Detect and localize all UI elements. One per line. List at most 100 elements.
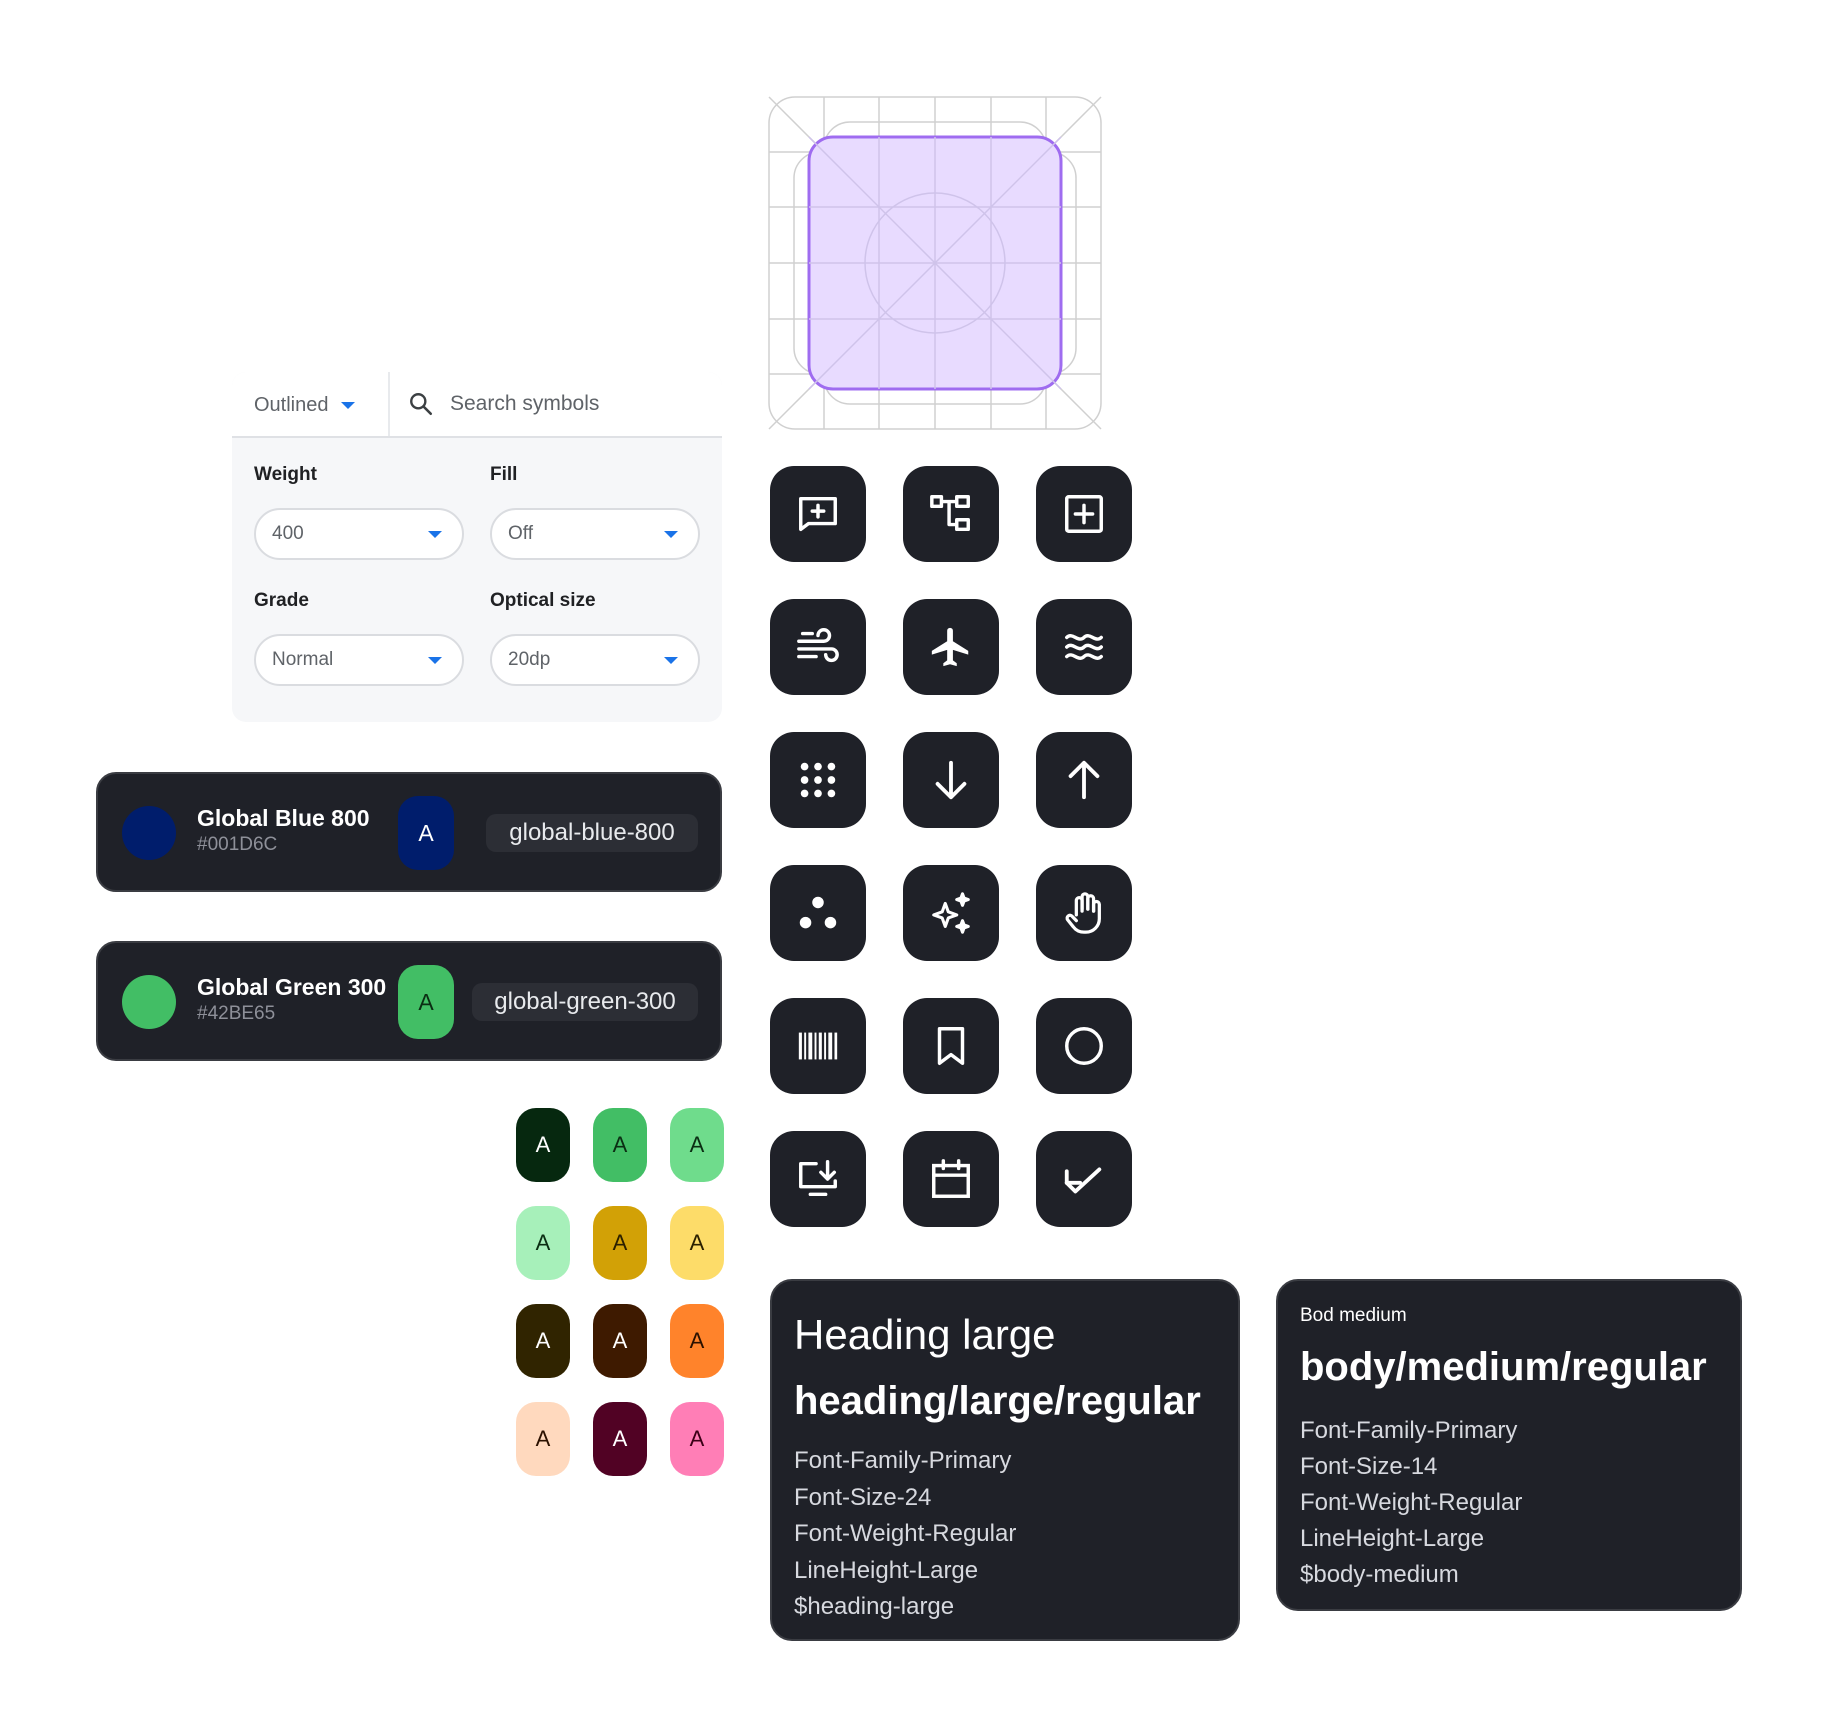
hand-icon	[1065, 892, 1101, 934]
icon-tile[interactable]	[1036, 466, 1132, 562]
search-box[interactable]	[408, 384, 708, 424]
token-chip[interactable]: global-blue-800	[486, 814, 698, 852]
add-comment-icon	[799, 496, 837, 532]
chevron-down-icon	[664, 656, 678, 664]
color-swatch[interactable]: A	[670, 1304, 724, 1378]
type-spec-line: Font-Weight-Regular	[1300, 1489, 1523, 1516]
grade-select[interactable]: Normal	[254, 634, 464, 686]
avatar-letter: A	[418, 988, 434, 1015]
color-swatch[interactable]: A	[593, 1206, 647, 1280]
symbols-picker-panel: Outlined Weight Fill 400 Off Grade Optic…	[232, 372, 722, 722]
chevron-down-icon	[428, 656, 442, 664]
arrow-down-icon	[935, 760, 967, 800]
circle-icon	[1065, 1027, 1103, 1065]
icon-keyline-template	[768, 96, 1102, 430]
token-chip[interactable]: global-green-300	[472, 983, 698, 1021]
style-select-value: Outlined	[254, 393, 329, 416]
icon-tile[interactable]	[903, 732, 999, 828]
token-hex: #42BE65	[197, 1003, 276, 1024]
icon-tile[interactable]	[903, 1131, 999, 1227]
type-spec-line: Font-Size-24	[794, 1484, 932, 1511]
type-title: Heading large	[794, 1311, 1056, 1358]
swatch-letter: A	[535, 1230, 551, 1255]
swatch-letter: A	[612, 1132, 628, 1157]
avatar: A	[398, 965, 454, 1039]
swatch-letter: A	[535, 1426, 551, 1451]
swatch-letter: A	[535, 1132, 551, 1157]
avatar: A	[398, 796, 454, 870]
icon-tile[interactable]	[903, 865, 999, 961]
chevron-down-icon	[340, 401, 355, 409]
icon-tile[interactable]	[1036, 865, 1132, 961]
weight-label: Weight	[254, 464, 317, 485]
search-icon	[410, 393, 433, 416]
icon-tile[interactable]	[770, 1131, 866, 1227]
color-swatch[interactable]: A	[670, 1206, 724, 1280]
type-token-name: heading/large/regular	[794, 1379, 1201, 1423]
icon-tile[interactable]	[770, 998, 866, 1094]
type-spec-line: Font-Weight-Regular	[794, 1520, 1017, 1547]
icon-tile[interactable]	[1036, 998, 1132, 1094]
color-swatch[interactable]: A	[516, 1402, 570, 1476]
color-token-card: Global Blue 800 #001D6C A global-blue-80…	[96, 772, 722, 892]
icon-tile[interactable]	[770, 865, 866, 961]
swatch-letter: A	[689, 1132, 705, 1157]
swatch-letter: A	[689, 1328, 705, 1353]
color-swatch[interactable]: A	[516, 1304, 570, 1378]
color-swatch[interactable]: A	[593, 1108, 647, 1182]
avatar-letter: A	[418, 819, 434, 846]
type-spec-line: Font-Size-14	[1300, 1453, 1438, 1480]
color-dot	[122, 975, 176, 1029]
icon-tile[interactable]	[1036, 1131, 1132, 1227]
icon-tile[interactable]	[903, 599, 999, 695]
type-token-name: body/medium/regular	[1300, 1345, 1707, 1389]
color-swatch[interactable]: A	[516, 1206, 570, 1280]
fill-select[interactable]: Off	[490, 508, 700, 560]
sparkle-icon	[932, 892, 970, 934]
color-dot	[122, 806, 176, 860]
fill-label: Fill	[490, 464, 518, 485]
chevron-down-icon	[428, 530, 442, 538]
fill-value: Off	[508, 523, 533, 544]
type-spec-line: $body-medium	[1300, 1561, 1459, 1588]
type-spec-line: LineHeight-Large	[794, 1557, 979, 1584]
icon-tile[interactable]	[770, 599, 866, 695]
token-name: Global Green 300	[197, 974, 387, 1000]
icon-tile[interactable]	[770, 732, 866, 828]
optical-size-select[interactable]: 20dp	[490, 634, 700, 686]
swatch-letter: A	[535, 1328, 551, 1353]
type-card-heading: Heading large heading/large/regular Font…	[770, 1279, 1240, 1641]
grade-value: Normal	[272, 649, 334, 670]
barcode-icon	[798, 1032, 838, 1060]
weight-value: 400	[272, 523, 304, 544]
type-card-body: Bod medium body/medium/regular Font-Fami…	[1276, 1279, 1742, 1611]
color-swatch[interactable]: A	[593, 1304, 647, 1378]
account-tree-icon	[930, 495, 970, 532]
token-name: Global Blue 800	[197, 805, 370, 831]
swatch-letter: A	[612, 1328, 628, 1353]
icon-tile[interactable]	[770, 466, 866, 562]
optical-size-value: 20dp	[508, 649, 551, 670]
call-received-icon	[1064, 1167, 1102, 1194]
airplane-icon	[931, 627, 969, 667]
color-swatch[interactable]: A	[670, 1402, 724, 1476]
icon-tile[interactable]	[903, 998, 999, 1094]
waves-icon	[1065, 634, 1103, 660]
arrow-up-icon	[1068, 760, 1100, 800]
weight-select[interactable]: 400	[254, 508, 464, 560]
style-select[interactable]: Outlined	[254, 392, 355, 418]
swatch-letter: A	[689, 1230, 705, 1255]
swatch-letter: A	[612, 1426, 628, 1451]
icon-tile[interactable]	[1036, 732, 1132, 828]
color-swatch[interactable]: A	[670, 1108, 724, 1182]
color-swatch[interactable]: A	[593, 1402, 647, 1476]
bookmark-icon	[937, 1027, 965, 1065]
type-spec-line: $heading-large	[794, 1593, 955, 1620]
type-spec-line: Font-Family-Primary	[1300, 1417, 1518, 1444]
search-input[interactable]	[448, 391, 692, 417]
color-swatch[interactable]: A	[516, 1108, 570, 1182]
icon-tile[interactable]	[903, 466, 999, 562]
color-token-card: Global Green 300 #42BE65 A global-green-…	[96, 941, 722, 1061]
grade-label: Grade	[254, 590, 309, 611]
icon-tile[interactable]	[1036, 599, 1132, 695]
